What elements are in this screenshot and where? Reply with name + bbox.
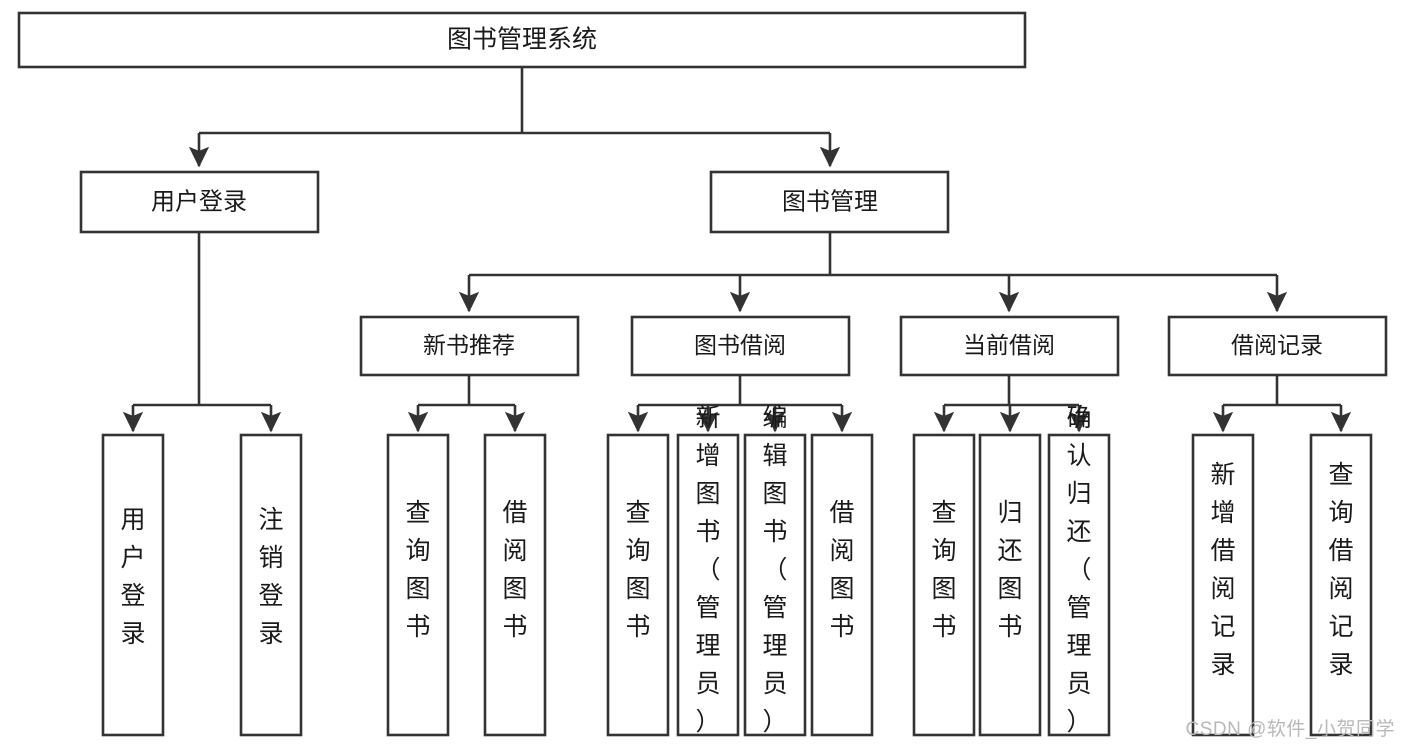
node-root-label: 图书管理系统 bbox=[447, 26, 597, 54]
leaf-add-book-box[interactable] bbox=[676, 433, 740, 737]
leaf-return-book[interactable]: 归还图书 bbox=[978, 433, 1042, 737]
node-book-borrow-box[interactable] bbox=[630, 315, 851, 377]
leaf-query-book-1-box[interactable] bbox=[386, 433, 450, 737]
node-root[interactable]: 图书管理系统 bbox=[17, 11, 1027, 69]
node-book-manage-label: 图书管理 bbox=[782, 188, 878, 215]
node-current-borrow-label: 当前借阅 bbox=[963, 332, 1055, 358]
node-user-login[interactable]: 用户登录 bbox=[79, 170, 320, 234]
node-new-book-recommend-box[interactable] bbox=[359, 315, 580, 377]
leaf-query-book-2[interactable]: 查询图书 bbox=[606, 433, 670, 737]
leaf-query-book-3-label: 查询图书 bbox=[931, 499, 956, 641]
node-book-borrow-label: 图书借阅 bbox=[694, 332, 786, 358]
node-book-borrow[interactable]: 图书借阅 bbox=[630, 315, 851, 377]
node-current-borrow[interactable]: 当前借阅 bbox=[899, 315, 1120, 377]
node-user-login-box[interactable] bbox=[79, 170, 320, 234]
leaf-query-book-1[interactable]: 查询图书 bbox=[386, 433, 450, 737]
watermark-label: CSDN @软件_小贺同学 bbox=[1185, 719, 1395, 740]
leaf-query-record[interactable]: 查询借阅记录 bbox=[1309, 433, 1373, 737]
leaf-query-book-2-label: 查询图书 bbox=[625, 499, 650, 641]
leaf-borrow-book-2-label: 借阅图书 bbox=[829, 499, 854, 641]
leaf-edit-book-box[interactable] bbox=[743, 433, 807, 737]
node-new-book-recommend-label: 新书推荐 bbox=[423, 332, 515, 358]
leaf-query-book-3[interactable]: 查询图书 bbox=[912, 433, 976, 737]
node-new-book-recommend[interactable]: 新书推荐 bbox=[359, 315, 580, 377]
node-borrow-record-box[interactable] bbox=[1167, 315, 1388, 377]
leaf-confirm-return-label: 确认归还（管理员） bbox=[1066, 404, 1091, 736]
leaf-user-login[interactable]: 用户登录 bbox=[101, 433, 165, 737]
leaf-edit-book-label: 编辑图书（管理员） bbox=[762, 404, 787, 736]
node-current-borrow-box[interactable] bbox=[899, 315, 1120, 377]
leaf-confirm-return[interactable]: 确认归还（管理员） bbox=[1047, 404, 1111, 737]
node-user-login-label: 用户登录 bbox=[151, 188, 247, 215]
leaf-confirm-return-box[interactable] bbox=[1047, 433, 1111, 737]
leaf-add-book-label: 新增图书（管理员） bbox=[695, 404, 720, 736]
leaf-logout[interactable]: 注销登录 bbox=[239, 433, 303, 737]
leaf-query-book-1-label: 查询图书 bbox=[405, 499, 430, 641]
edge-group bbox=[122, 67, 1352, 433]
leaf-user-login-label: 用户登录 bbox=[120, 506, 145, 648]
leaf-borrow-book-1[interactable]: 借阅图书 bbox=[483, 433, 547, 737]
node-borrow-record-label: 借阅记录 bbox=[1231, 332, 1323, 358]
node-root-box[interactable] bbox=[17, 11, 1027, 69]
leaf-add-record-box[interactable] bbox=[1191, 433, 1255, 737]
leaf-add-record-label: 新增借阅记录 bbox=[1210, 461, 1235, 679]
leaf-query-record-box[interactable] bbox=[1309, 433, 1373, 737]
leaf-logout-label: 注销登录 bbox=[258, 506, 283, 648]
leaf-query-book-3-box[interactable] bbox=[912, 433, 976, 737]
node-book-manage-box[interactable] bbox=[709, 170, 950, 234]
node-borrow-record[interactable]: 借阅记录 bbox=[1167, 315, 1388, 377]
leaf-borrow-book-1-box[interactable] bbox=[483, 433, 547, 737]
leaf-return-book-label: 归还图书 bbox=[997, 499, 1022, 641]
leaf-borrow-book-1-label: 借阅图书 bbox=[502, 499, 527, 641]
leaf-user-login-box[interactable] bbox=[101, 433, 165, 737]
leaf-edit-book[interactable]: 编辑图书（管理员） bbox=[743, 404, 807, 737]
leaf-borrow-book-2[interactable]: 借阅图书 bbox=[810, 433, 874, 737]
leaf-query-book-2-box[interactable] bbox=[606, 433, 670, 737]
leaf-add-book[interactable]: 新增图书（管理员） bbox=[676, 404, 740, 737]
leaf-borrow-book-2-box[interactable] bbox=[810, 433, 874, 737]
leaf-add-record[interactable]: 新增借阅记录 bbox=[1191, 433, 1255, 737]
leaf-logout-box[interactable] bbox=[239, 433, 303, 737]
leaf-return-book-box[interactable] bbox=[978, 433, 1042, 737]
leaf-query-record-label: 查询借阅记录 bbox=[1328, 461, 1353, 679]
node-book-manage[interactable]: 图书管理 bbox=[709, 170, 950, 234]
